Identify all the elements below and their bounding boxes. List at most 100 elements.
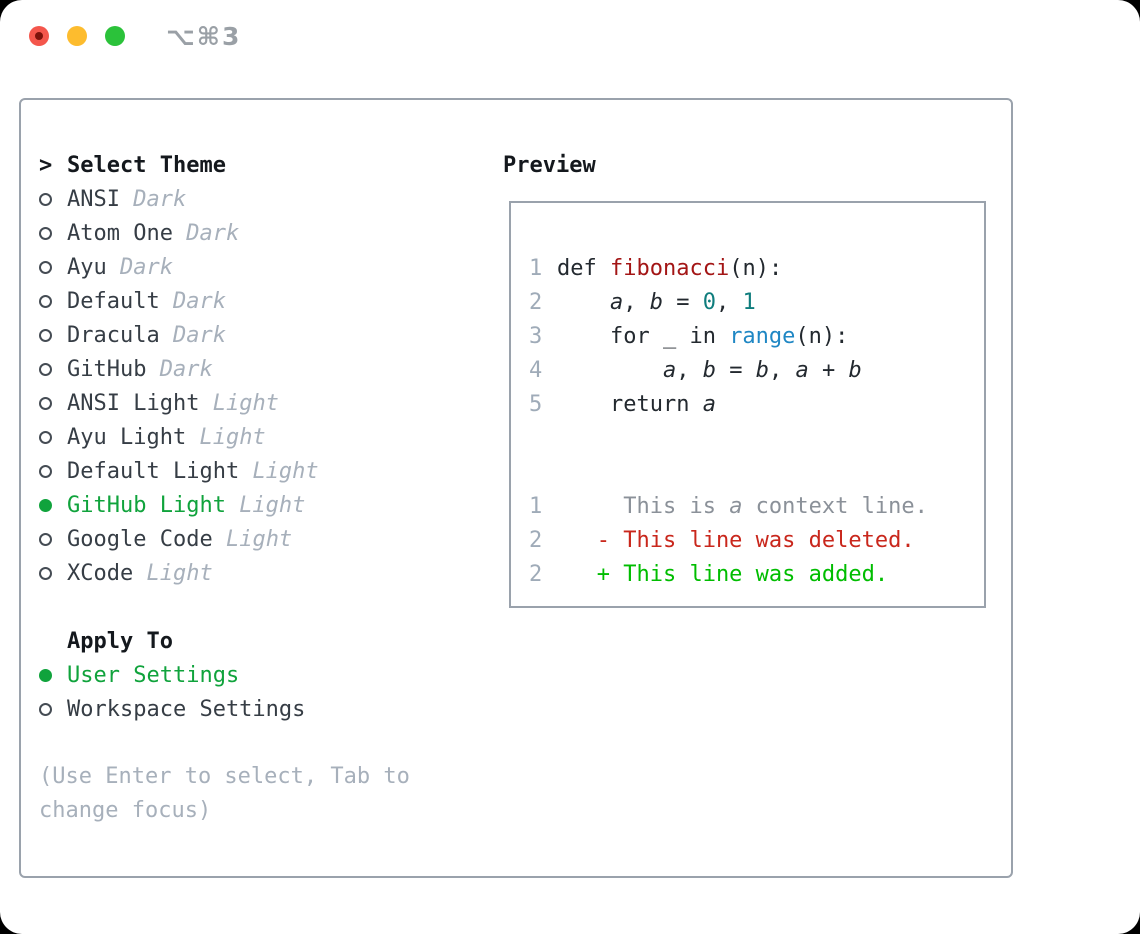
apply-to-title: Apply To — [67, 628, 173, 654]
theme-list: ANSI Dark Atom One Dark Ayu Dark Default… — [39, 182, 479, 590]
option-variant-label: Light — [239, 492, 306, 518]
code-segment: fibonacci — [609, 255, 730, 281]
theme-option[interactable]: ANSI Dark — [39, 182, 479, 216]
preview-box: 1 def fibonacci(n): 2 a, b = 0, 1 3 for … — [509, 201, 986, 608]
line-number: 1 — [529, 255, 543, 281]
theme-option[interactable]: GitHub Light Light — [39, 488, 479, 522]
code-segment — [557, 290, 610, 315]
option-variant-label: Light — [212, 390, 279, 416]
theme-option[interactable]: Google Code Light — [39, 522, 479, 556]
option-label: Workspace Settings — [67, 696, 306, 722]
radio-icon — [39, 260, 52, 274]
theme-picker-panel: > Select Theme ANSI Dark Atom One Dark A… — [19, 98, 1013, 878]
option-label: Ayu Light — [67, 424, 200, 450]
theme-option[interactable]: Atom One Dark — [39, 216, 479, 250]
radio-icon — [39, 362, 52, 376]
option-label: ANSI Light — [67, 390, 213, 416]
option-variant-label: Dark — [186, 220, 240, 246]
code-segment: range — [729, 323, 796, 349]
theme-option[interactable]: ANSI Light Light — [39, 386, 479, 420]
code-segment: return — [557, 391, 703, 417]
code-segment: , — [623, 289, 650, 315]
line-number: 5 — [529, 391, 543, 417]
option-variant-label: Light — [146, 560, 213, 586]
code-segment: for _ in — [557, 323, 730, 349]
option-variant-label: Dark — [172, 288, 226, 314]
code-segment: a — [795, 357, 809, 383]
titlebar: ⌥⌘3 — [0, 0, 1140, 72]
option-variant-label: Dark — [133, 186, 187, 212]
code-segment: b — [848, 357, 862, 383]
code-segment: a — [702, 391, 716, 417]
theme-option[interactable]: GitHub Dark — [39, 352, 479, 386]
code-segment: b — [649, 289, 663, 315]
code-segment: a — [609, 289, 624, 315]
window-shortcut-label: ⌥⌘3 — [166, 22, 242, 51]
close-button-icon[interactable] — [29, 26, 49, 46]
theme-option[interactable]: XCode Light — [39, 556, 479, 590]
select-theme-header: > Select Theme — [39, 148, 479, 182]
theme-option[interactable]: Ayu Dark — [39, 250, 479, 284]
line-number: 2 — [529, 527, 543, 553]
code-line-text: for _ in range(n): — [557, 324, 848, 349]
apply-to-option[interactable]: Workspace Settings — [39, 692, 479, 726]
code-preview: 1 def fibonacci(n): 2 a, b = 0, 1 3 for … — [529, 251, 928, 591]
option-label: XCode — [67, 560, 147, 586]
option-label: Dracula — [67, 322, 173, 348]
code-line: 2 a, b = 0, 1 — [529, 285, 928, 319]
code-line: 1 This is a context line. — [529, 489, 928, 523]
code-line-text: a, b = b, a + b — [557, 358, 862, 383]
theme-picker-left-column: > Select Theme ANSI Dark Atom One Dark A… — [39, 148, 479, 828]
code-segment: , — [768, 357, 796, 383]
radio-icon — [39, 192, 52, 206]
keyboard-hint: (Use Enter to select, Tab to change focu… — [39, 764, 410, 823]
code-segment: = — [715, 357, 756, 383]
code-segment — [557, 358, 663, 383]
apply-to-header: Apply To — [39, 624, 479, 658]
radio-icon — [39, 532, 52, 546]
code-segment: , — [676, 357, 703, 383]
code-line: 1 def fibonacci(n): — [529, 251, 928, 285]
code-line: 2 - This line was deleted. — [529, 523, 928, 557]
code-segment: + This line was added. — [557, 561, 889, 587]
code-line: 3 for _ in range(n): — [529, 319, 928, 353]
option-variant-label: Light — [252, 458, 319, 484]
radio-icon — [39, 668, 52, 682]
code-line-text: def fibonacci(n): — [557, 256, 782, 281]
code-line-text: a, b = 0, 1 — [557, 290, 756, 315]
radio-icon — [39, 702, 52, 716]
radio-icon — [39, 294, 52, 308]
radio-icon — [39, 498, 52, 512]
code-line-text: + This line was added. — [557, 562, 888, 587]
code-line: 4 a, b = b, a + b — [529, 353, 928, 387]
code-segment: b — [755, 357, 769, 383]
code-segment: + — [808, 357, 849, 383]
theme-option[interactable]: Default Light Light — [39, 454, 479, 488]
code-segment: This is — [557, 493, 730, 519]
apply-to-option[interactable]: User Settings — [39, 658, 479, 692]
select-theme-title: Select Theme — [67, 152, 226, 178]
code-segment: 0 — [702, 289, 716, 315]
zoom-button-icon[interactable] — [105, 26, 125, 46]
code-line: 5 return a — [529, 387, 928, 421]
radio-icon — [39, 396, 52, 410]
code-segment: b — [702, 357, 716, 383]
theme-option[interactable]: Default Dark — [39, 284, 479, 318]
code-diff-spacer — [529, 421, 928, 489]
code-line-text: This is a context line. — [557, 494, 928, 519]
line-number: 1 — [529, 493, 543, 519]
option-variant-label: Dark — [159, 356, 213, 382]
option-label: Atom One — [67, 220, 187, 246]
code-line-text: - This line was deleted. — [557, 528, 915, 553]
minimize-button-icon[interactable] — [67, 26, 87, 46]
theme-option[interactable]: Ayu Light Light — [39, 420, 479, 454]
option-label: Default Light — [67, 458, 253, 484]
code-segment: - This line was deleted. — [557, 527, 915, 553]
radio-icon — [39, 328, 52, 342]
option-variant-label: Dark — [119, 254, 173, 280]
radio-icon — [39, 464, 52, 478]
option-label: Google Code — [67, 526, 226, 552]
theme-option[interactable]: Dracula Dark — [39, 318, 479, 352]
option-label: Default — [67, 288, 173, 314]
